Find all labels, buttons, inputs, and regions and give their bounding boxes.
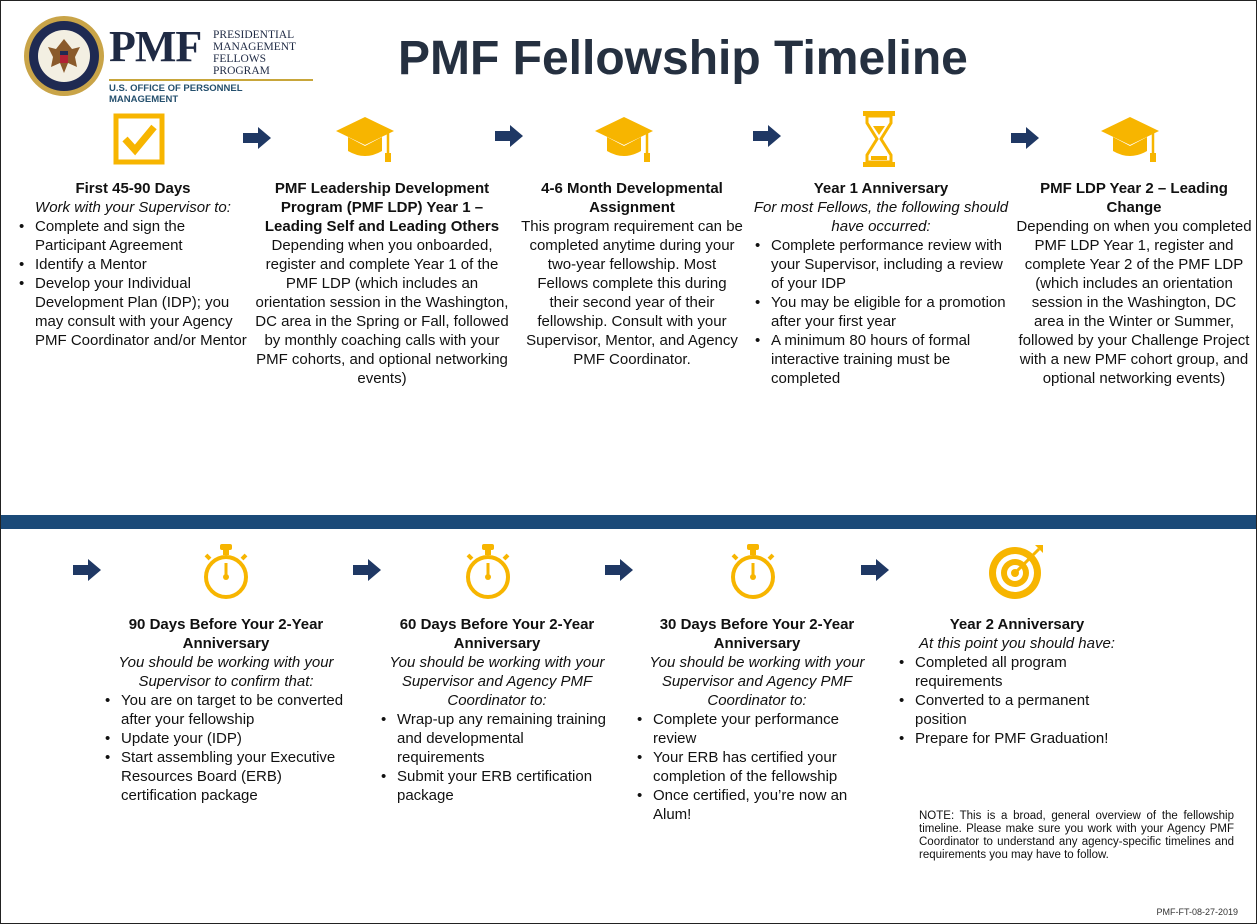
list-item: Submit your ERB certification package	[379, 767, 615, 805]
checkbox-icon	[113, 113, 165, 165]
step-title: 30 Days Before Your 2-Year Anniversary	[659, 616, 855, 652]
arrow-right-icon	[753, 125, 781, 147]
list-item: Complete your performance review	[635, 710, 879, 748]
presidential-seal-icon	[24, 16, 104, 96]
step-developmental-assignment: 4-6 Month Developmental Assignment This …	[521, 179, 743, 369]
step-title: PMF LDP Year 2 – Leading Change	[1040, 180, 1228, 216]
step-title: Year 1 Anniversary	[813, 180, 949, 197]
step-title: Year 2 Anniversary	[949, 616, 1085, 633]
arrow-right-icon	[861, 559, 889, 581]
list-item: Completed all program requirements	[897, 653, 1137, 691]
step-bullets: Complete your performance review Your ER…	[635, 710, 879, 824]
list-item: Develop your Individual Development Plan…	[17, 274, 249, 350]
step-ldp-year-1: PMF Leadership Development Program (PMF …	[251, 179, 513, 388]
list-item: A minimum 80 hours of formal interactive…	[753, 331, 1009, 388]
list-item: Prepare for PMF Graduation!	[897, 729, 1137, 748]
step-ldp-year-2: PMF LDP Year 2 – Leading Change Dependin…	[1015, 179, 1253, 388]
step-title: 90 Days Before Your 2-Year Anniversary	[128, 616, 324, 652]
step-year-2-anniversary: Year 2 Anniversary At this point you sho…	[897, 615, 1137, 748]
section-divider	[1, 515, 1256, 529]
step-subtitle: You should be working with your Supervis…	[649, 654, 865, 709]
list-item: Complete performance review with your Su…	[753, 236, 1009, 293]
arrow-right-icon	[605, 559, 633, 581]
page-title: PMF Fellowship Timeline	[398, 32, 968, 85]
step-first-45-90-days: First 45-90 Days Work with your Supervis…	[17, 179, 249, 350]
list-item: Your ERB has certified your completion o…	[635, 748, 879, 786]
list-item: Wrap-up any remaining training and devel…	[379, 710, 615, 767]
step-year-1-anniversary: Year 1 Anniversary For most Fellows, the…	[753, 179, 1009, 388]
list-item: Identify a Mentor	[17, 255, 249, 274]
arrow-right-icon	[353, 559, 381, 581]
step-title: PMF Leadership Development Program (PMF …	[264, 180, 500, 235]
stopwatch-icon	[731, 544, 775, 599]
list-item: Start assembling your Executive Resource…	[103, 748, 349, 805]
step-bullets: Completed all program requirements Conve…	[897, 653, 1137, 748]
hourglass-icon	[863, 111, 895, 167]
step-subtitle: You should be working with your Supervis…	[389, 654, 605, 709]
step-title: 4-6 Month Developmental Assignment	[541, 180, 723, 216]
graduation-cap-icon	[595, 117, 653, 162]
step-subtitle: At this point you should have:	[919, 635, 1115, 652]
logo-org: U.S. OFFICE OF PERSONNEL MANAGEMENT	[109, 79, 313, 105]
stopwatch-icon	[204, 544, 248, 599]
arrow-right-icon	[73, 559, 101, 581]
list-item: You are on target to be converted after …	[103, 691, 349, 729]
step-60-days-before: 60 Days Before Your 2-Year Anniversary Y…	[379, 615, 615, 805]
step-subtitle: For most Fellows, the following should h…	[753, 199, 1009, 235]
pmf-logo: PMF PRESIDENTIAL MANAGEMENT FELLOWS PROG…	[23, 15, 313, 105]
stopwatch-icon	[466, 544, 510, 599]
step-bullets: Complete and sign the Participant Agreem…	[17, 217, 249, 350]
graduation-cap-icon	[1101, 117, 1159, 162]
step-subtitle: You should be working with your Supervis…	[118, 654, 334, 690]
disclaimer-note: NOTE: This is a broad, general overview …	[919, 810, 1234, 861]
list-item: Converted to a permanent position	[897, 691, 1137, 729]
step-body: This program requirement can be complete…	[521, 218, 743, 368]
graduation-cap-icon	[336, 117, 394, 162]
step-90-days-before: 90 Days Before Your 2-Year Anniversary Y…	[103, 615, 349, 805]
step-body: Depending on when you completed PMF LDP …	[1016, 218, 1252, 387]
logo-program-name: PRESIDENTIAL MANAGEMENT FELLOWS PROGRAM	[213, 29, 297, 77]
step-body: Depending when you onboarded, register a…	[255, 237, 509, 387]
arrow-right-icon	[495, 125, 523, 147]
step-bullets: Wrap-up any remaining training and devel…	[379, 710, 615, 805]
step-30-days-before: 30 Days Before Your 2-Year Anniversary Y…	[635, 615, 879, 824]
step-bullets: Complete performance review with your Su…	[753, 236, 1009, 388]
step-bullets: You are on target to be converted after …	[103, 691, 349, 805]
arrow-right-icon	[1011, 127, 1039, 149]
list-item: Complete and sign the Participant Agreem…	[17, 217, 249, 255]
step-subtitle: Work with your Supervisor to:	[35, 199, 231, 216]
document-code: PMF-FT-08-27-2019	[1156, 907, 1238, 917]
list-item: Once certified, you’re now an Alum!	[635, 786, 879, 824]
arrow-right-icon	[243, 127, 271, 149]
list-item: You may be eligible for a promotion afte…	[753, 293, 1009, 331]
target-icon	[989, 545, 1043, 599]
step-title: First 45-90 Days	[75, 180, 191, 197]
list-item: Update your (IDP)	[103, 729, 349, 748]
logo-mark: PMF	[109, 22, 202, 71]
step-title: 60 Days Before Your 2-Year Anniversary	[399, 616, 595, 652]
